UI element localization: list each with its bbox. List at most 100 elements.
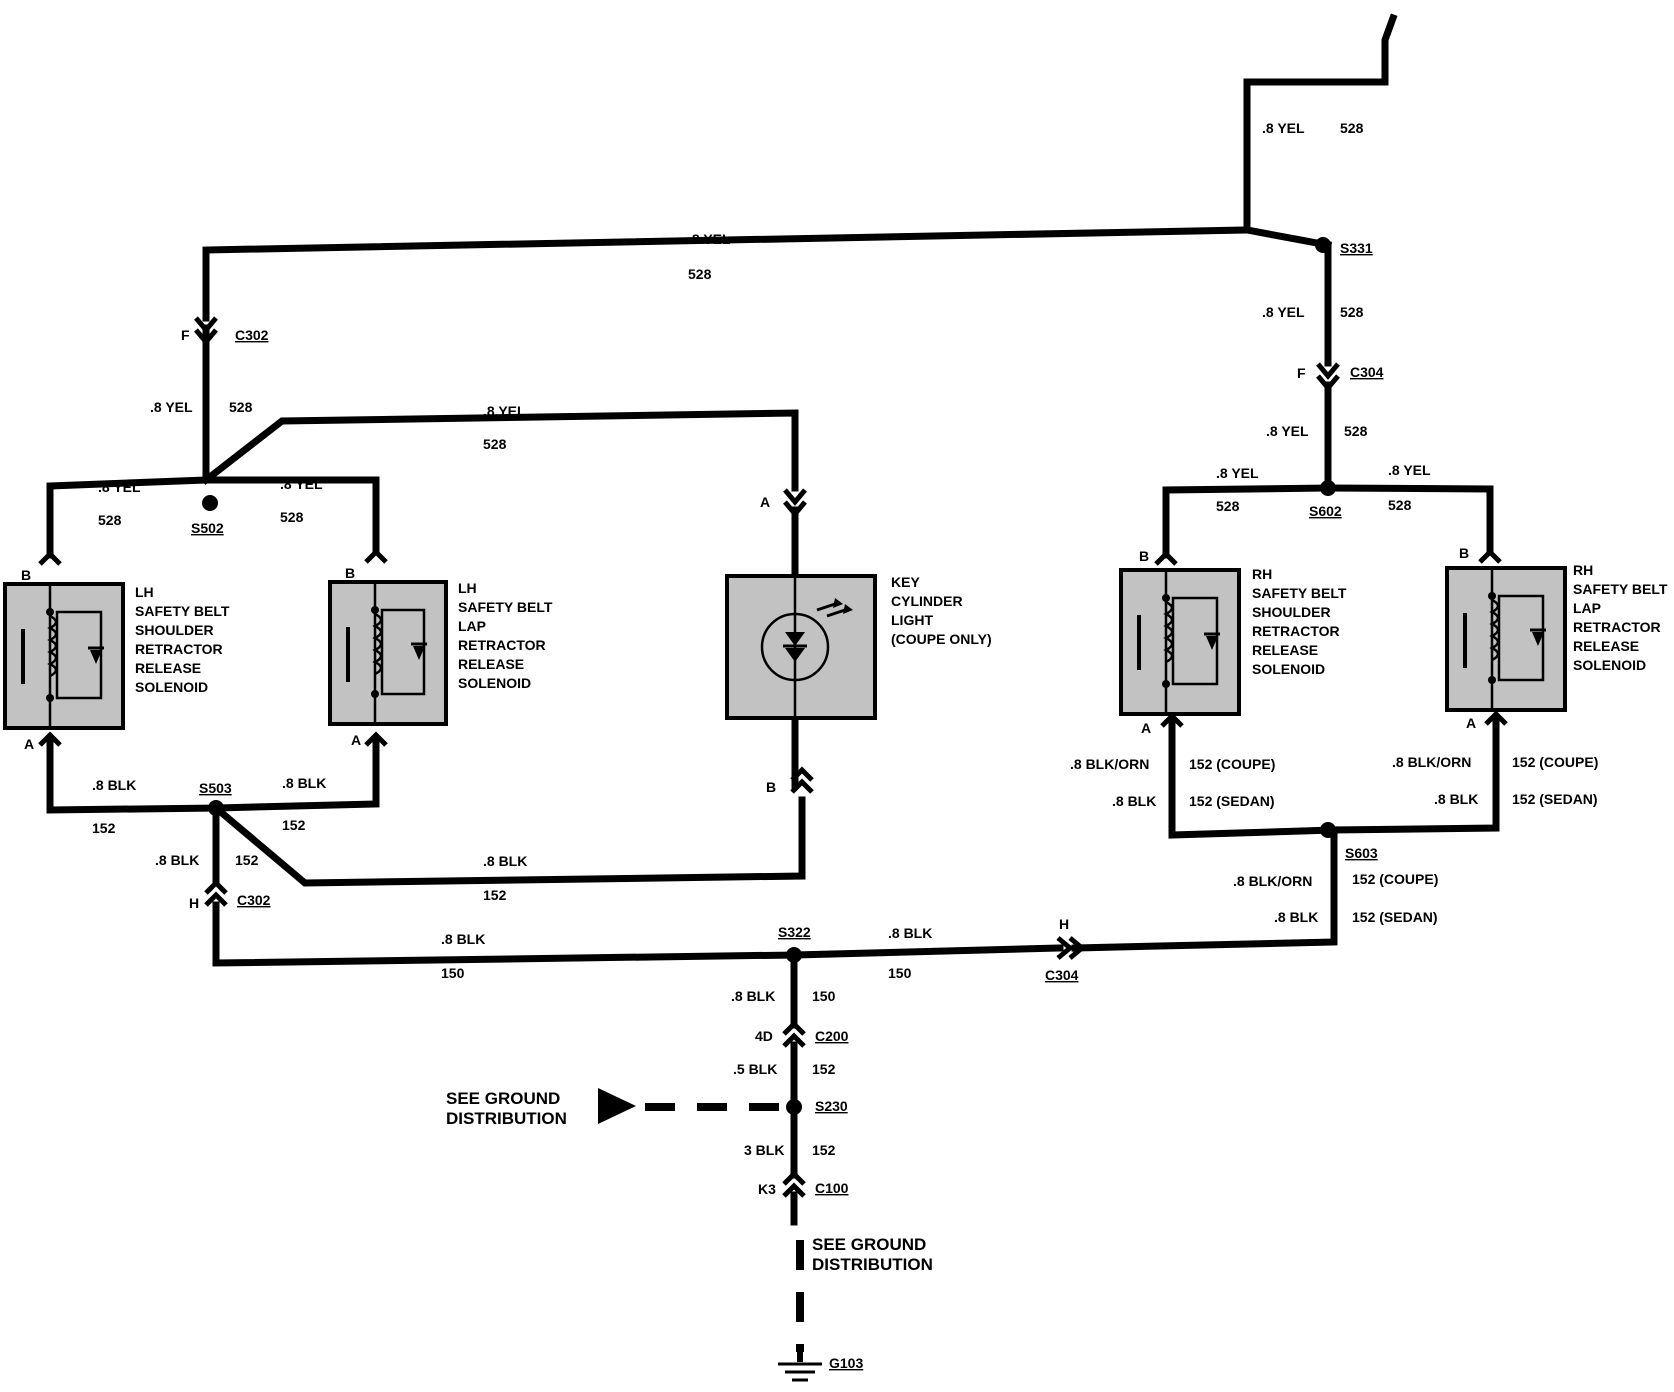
lbl-528-s331-c304: 528 — [1340, 304, 1364, 320]
ground-symbol-icon — [778, 1352, 822, 1382]
rh-shoulder-pin-a: A — [1141, 720, 1151, 736]
lbl-yel-s502-right: .8 YEL — [280, 476, 323, 492]
c302-h-id: C302 — [237, 892, 271, 908]
lbl-528-c302-s502: 528 — [229, 399, 253, 415]
wire-150-s322-c304 — [790, 944, 1064, 959]
s602-dot — [1320, 480, 1336, 496]
c304-h-id: C304 — [1045, 967, 1079, 983]
lh-lap-pin-b: B — [345, 565, 355, 581]
lbl-blkorn-rh-lap: .8 BLK/ORN — [1392, 754, 1471, 770]
c304-h-pin: H — [1059, 916, 1069, 932]
rh-lap-solenoid — [1445, 566, 1567, 712]
connector-ids: S331 S502 S503 S602 S603 S322 S230 F C30… — [21, 240, 1476, 1371]
lbl-blk-c302-s322: .8 BLK — [441, 931, 485, 947]
wire-528-s602-rh-lap — [1324, 484, 1494, 556]
c200-chevron-icon — [782, 1020, 806, 1048]
lbl-blk-s503-key: .8 BLK — [483, 853, 527, 869]
c100-pin: K3 — [758, 1181, 776, 1197]
lbl-blkorn-s603: .8 BLK/ORN — [1233, 873, 1312, 889]
s603-label: S603 — [1345, 845, 1378, 861]
wire-528-s502-key — [201, 409, 799, 492]
lbl-blk-lh-lap: .8 BLK — [282, 775, 326, 791]
wire-152-rh-shoulder-s603 — [1168, 716, 1338, 839]
lbl-yel-s331-c304: .8 YEL — [1262, 304, 1305, 320]
lbl-150-c302-s322: 150 — [441, 965, 465, 981]
lbl-yel-c302-s502: .8 YEL — [150, 399, 193, 415]
lbl-152-lh-shoulder: 152 — [92, 820, 116, 836]
key-pin-a: A — [760, 494, 770, 510]
c304-f-id: C304 — [1350, 364, 1384, 380]
wire-528-s502-lh-lap — [202, 476, 380, 556]
wire-528-s502-lh-shoulder — [46, 476, 210, 559]
c302-f-pin: F — [181, 327, 190, 343]
lh-lap-b-chevron-icon — [364, 548, 388, 564]
wire-152-lh-lap-s503 — [212, 736, 380, 812]
s230-dot — [786, 1099, 802, 1115]
lbl-blk-rh-shoulder: .8 BLK — [1112, 793, 1156, 809]
key-light-label: KEY CYLINDER LIGHT (COUPE ONLY) — [891, 574, 992, 647]
lbl-blk-s322-c200: .8 BLK — [731, 988, 775, 1004]
rh-lap-pin-a: A — [1466, 715, 1476, 731]
s230-label: S230 — [815, 1098, 848, 1114]
rh-lap-pin-b: B — [1459, 545, 1469, 561]
c200-pin: 4D — [755, 1028, 773, 1044]
lbl-152-c200-s230: 152 — [812, 1061, 836, 1077]
lh-shoulder-b-chevron-icon — [38, 550, 62, 566]
key-b-chevron-icon — [790, 766, 814, 794]
lbl-150-s322-c200: 150 — [812, 988, 836, 1004]
lbl-152-lh-lap: 152 — [282, 817, 306, 833]
c302-h-chevron-icon — [204, 879, 228, 907]
lbl-152-s503-c302: 152 — [235, 852, 259, 868]
key-pin-b: B — [766, 779, 776, 795]
lbl-blk-s603: .8 BLK — [1274, 909, 1318, 925]
ground-ref-bottom: SEE GROUND DISTRIBUTION — [812, 1235, 933, 1274]
s331-dot — [1315, 237, 1331, 253]
lbl-blk-lh-shoulder: .8 BLK — [92, 777, 136, 793]
lh-shoulder-a-chevron-icon — [38, 731, 62, 747]
lbl-coupe-s603: 152 (COUPE) — [1352, 871, 1438, 887]
s602-label: S602 — [1309, 503, 1342, 519]
lbl-coupe-rh-lap: 152 (COUPE) — [1512, 754, 1598, 770]
s503-label: S503 — [199, 780, 232, 796]
c304-f-pin: F — [1297, 365, 1306, 381]
rh-shoulder-pin-b: B — [1139, 548, 1149, 564]
splice-dots — [202, 237, 1336, 1115]
lbl-blkorn-rh-shoulder: .8 BLK/ORN — [1070, 756, 1149, 772]
c100-id: C100 — [815, 1180, 849, 1196]
lbl-yel-top: .8 YEL — [1262, 120, 1305, 136]
lh-shoulder-pin-b: B — [21, 567, 31, 583]
lbl-528-s602-right: 528 — [1388, 497, 1412, 513]
lbl-152-s230-c100: 152 — [812, 1142, 836, 1158]
s502-label: S502 — [191, 520, 224, 536]
lbl-sedan-s603: 152 (SEDAN) — [1352, 909, 1438, 925]
s322-label: S322 — [778, 924, 811, 940]
s502-dot — [202, 495, 218, 511]
lbl-152-s503-key: 152 — [483, 887, 507, 903]
rh-shoulder-b-chevron-icon — [1154, 550, 1178, 566]
wire-150-c302-s322 — [212, 901, 798, 967]
rh-lap-label: RH SAFETY BELT LAP RETRACTOR RELEASE SOL… — [1573, 562, 1671, 673]
wire-152-rh-lap-s603 — [1330, 714, 1500, 834]
lbl-coupe-rh-shoulder: 152 (COUPE) — [1189, 756, 1275, 772]
rh-lap-b-chevron-icon — [1478, 548, 1502, 564]
wire-labels: .8 YEL 528 .8 YEL 528 .8 YEL 528 .8 YEL … — [92, 120, 1598, 1158]
lbl-sedan-rh-lap: 152 (SEDAN) — [1512, 791, 1598, 807]
rh-lap-a-chevron-icon — [1484, 710, 1508, 726]
c302-h-pin: H — [189, 895, 199, 911]
lbl-05blk-c200-s230: .5 BLK — [733, 1061, 777, 1077]
rh-shoulder-label: RH SAFETY BELT SHOULDER RETRACTOR RELEAS… — [1252, 566, 1350, 677]
c200-id: C200 — [815, 1028, 849, 1044]
c304-f-chevron-icon — [1316, 362, 1340, 392]
wire-s331-link — [1242, 225, 1333, 250]
c302-f-chevron-icon — [194, 316, 218, 346]
lbl-528-c304-s602: 528 — [1344, 423, 1368, 439]
lbl-blk-s322-c304: .8 BLK — [888, 925, 932, 941]
wire-152-lh-shoulder-s503 — [46, 736, 220, 814]
lbl-528-s602-left: 528 — [1216, 498, 1240, 514]
lbl-528-top: 528 — [1340, 120, 1364, 136]
wire-528-s602-rh-shoulder — [1162, 484, 1332, 559]
s322-dot — [786, 947, 802, 963]
lbl-blk-s503-c302: .8 BLK — [155, 852, 199, 868]
wire-top-feed — [1243, 13, 1398, 234]
